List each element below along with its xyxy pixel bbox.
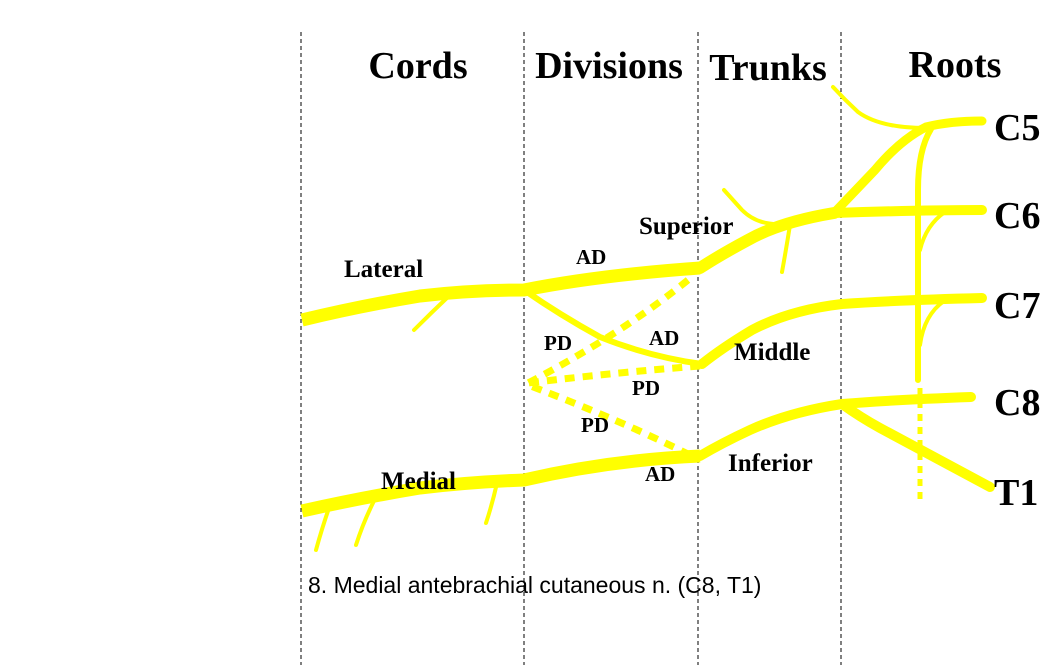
header-trunks: Trunks <box>709 47 827 89</box>
division-label-ad-inferior: AD <box>645 462 675 486</box>
caption-text: 8. Medial antebrachial cutaneous n. (C8,… <box>308 572 761 598</box>
trunk-label-inferior: Inferior <box>728 450 813 477</box>
medial-cord-branch-3 <box>484 481 499 525</box>
division-label-pd-inferior: PD <box>581 413 609 437</box>
root-label-c7: C7 <box>994 285 1040 327</box>
root-label-c5: C5 <box>994 107 1040 149</box>
nerve-paths <box>300 85 995 552</box>
root-label-t1: T1 <box>994 472 1038 514</box>
cord-label-medial: Medial <box>381 468 456 495</box>
cord-label-lateral: Lateral <box>344 256 423 283</box>
root-label-c6: C6 <box>994 195 1040 237</box>
cord-labels: Lateral Medial <box>344 256 456 495</box>
superior-trunk-nerve <box>694 207 840 274</box>
root-c5-nerve <box>829 116 987 218</box>
lateral-cord-branch <box>412 293 452 332</box>
header-roots: Roots <box>909 44 1002 86</box>
lateral-cord-nerve <box>300 261 701 327</box>
division-label-pd-middle: PD <box>632 376 660 400</box>
division-label-ad-superior: AD <box>576 245 606 269</box>
medial-cord-branch-2 <box>354 495 378 547</box>
column-dividers <box>300 32 842 665</box>
division-label-pd-superior: PD <box>544 331 572 355</box>
division-label-ad-middle: AD <box>649 326 679 350</box>
root-c6-nerve <box>829 205 987 218</box>
root-c7-nerve <box>697 293 987 369</box>
header-divisions: Divisions <box>535 45 683 87</box>
inferior-posterior-division <box>526 381 692 459</box>
root-label-c8: C8 <box>994 382 1040 424</box>
middle-trunk-anterior-division <box>521 287 705 367</box>
trunk-label-middle: Middle <box>734 339 810 366</box>
c7-small-branch <box>918 299 946 347</box>
division-labels: AD AD AD PD PD PD <box>544 245 679 486</box>
root-c8-nerve <box>695 392 976 461</box>
c6-small-branch <box>918 210 947 252</box>
suprascapular-branch <box>722 188 792 227</box>
trunk-label-superior: Superior <box>639 213 733 240</box>
trunk-labels: Superior Middle Inferior <box>639 213 813 477</box>
c5-dorsal-scapular-branch <box>831 85 928 130</box>
subclavius-branch <box>780 223 792 274</box>
root-labels: C5 C6 C7 C8 T1 <box>994 107 1040 514</box>
root-t1-nerve <box>837 399 995 492</box>
middle-posterior-division <box>527 362 701 387</box>
superior-posterior-division <box>526 277 691 387</box>
header-cords: Cords <box>368 45 467 87</box>
medial-cord-branch-1 <box>314 503 332 552</box>
column-headers: Cords Divisions Trunks Roots <box>368 44 1001 89</box>
medial-cord-nerve <box>300 449 701 518</box>
long-thoracic-nerve <box>915 126 934 383</box>
